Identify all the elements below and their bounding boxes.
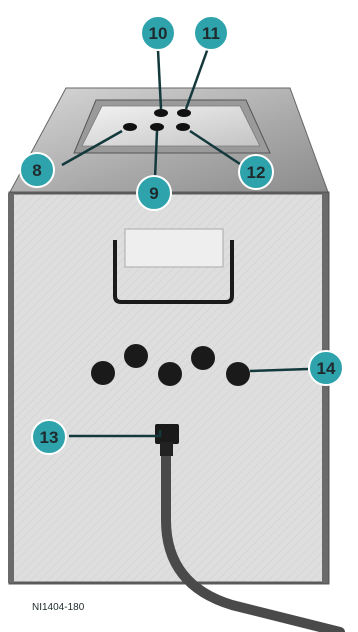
top-port-8 bbox=[123, 123, 137, 131]
left-edge bbox=[8, 193, 14, 583]
callout-14-label: 14 bbox=[317, 359, 336, 378]
callout-11-label: 11 bbox=[202, 24, 220, 43]
callout-8-label: 8 bbox=[32, 161, 41, 180]
callout-14: 14 bbox=[308, 350, 344, 386]
figure-code: NI1404-180 bbox=[32, 602, 85, 613]
top-port-11 bbox=[177, 109, 191, 117]
callout-12-label: 12 bbox=[247, 163, 266, 182]
cable-connector bbox=[155, 424, 179, 444]
leader-lines bbox=[61, 47, 309, 438]
front-connector-3 bbox=[158, 362, 182, 386]
callout-13-label: 13 bbox=[40, 428, 59, 447]
top-port-10 bbox=[154, 109, 168, 117]
right-edge bbox=[322, 193, 328, 583]
power-cable bbox=[161, 445, 345, 632]
callout-10: 10 bbox=[140, 15, 176, 51]
callout-10-label: 10 bbox=[149, 24, 168, 43]
front-connector-5 bbox=[226, 362, 250, 386]
handle bbox=[113, 240, 234, 304]
callout-9: 9 bbox=[136, 175, 172, 211]
top-port-9b bbox=[176, 123, 190, 131]
top-panel bbox=[81, 105, 261, 147]
callout-9-label: 9 bbox=[149, 184, 158, 203]
front-connector-1 bbox=[91, 361, 115, 385]
top-port-9a bbox=[150, 123, 164, 131]
front-connector-2 bbox=[124, 344, 148, 368]
front-connector-4 bbox=[191, 346, 215, 370]
callout-11: 11 bbox=[193, 15, 229, 51]
callout-12: 12 bbox=[238, 154, 274, 190]
callout-8: 8 bbox=[19, 152, 55, 188]
handle-plate bbox=[124, 228, 224, 268]
cable-connector-neck bbox=[160, 442, 173, 456]
callout-13: 13 bbox=[31, 419, 67, 455]
